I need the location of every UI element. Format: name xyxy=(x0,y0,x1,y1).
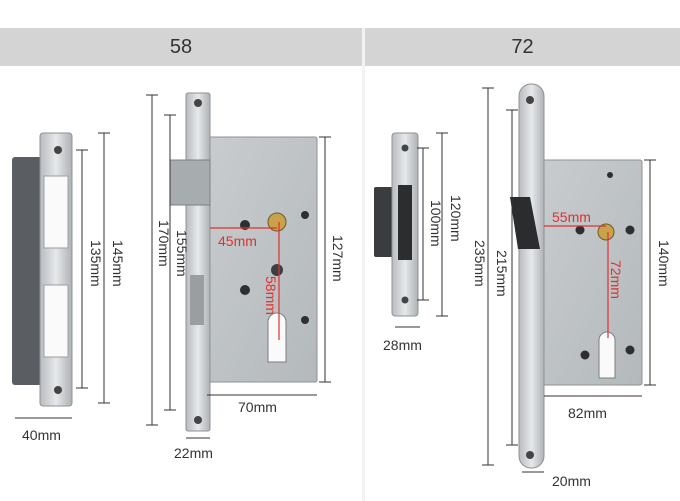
right-dim-case-height: 140mm xyxy=(656,240,672,287)
header-72-label: 72 xyxy=(511,35,534,58)
left-dimension-lines xyxy=(15,94,331,439)
right-dim-backset: 55mm xyxy=(552,209,591,225)
left-strike-plate xyxy=(12,132,73,407)
left-dim-strike-outer: 145mm xyxy=(110,240,126,287)
left-dim-faceplate-width: 22mm xyxy=(174,445,213,461)
right-dim-strike-inner: 100mm xyxy=(428,200,444,247)
header-72: 72 xyxy=(365,28,680,66)
right-strike-plate xyxy=(374,132,419,317)
right-dim-center: 72mm xyxy=(608,260,624,299)
left-dim-faceplate-height: 170mm xyxy=(156,220,172,267)
right-red-dimensions xyxy=(544,225,609,338)
right-dim-case-width: 82mm xyxy=(568,405,607,421)
header-58: 58 xyxy=(0,28,362,66)
left-dim-case-height: 127mm xyxy=(330,235,346,282)
right-dim-body-height: 215mm xyxy=(494,250,510,297)
right-dim-strike-width: 28mm xyxy=(383,337,422,353)
right-dim-faceplate-width: 20mm xyxy=(552,473,591,489)
left-lock-body xyxy=(169,92,318,432)
left-red-dimensions xyxy=(210,222,280,340)
left-dim-body-height: 155mm xyxy=(174,230,190,277)
panel-divider xyxy=(362,28,365,501)
left-dim-center: 58mm xyxy=(263,276,279,315)
right-dim-strike-outer: 120mm xyxy=(448,195,464,242)
right-dim-faceplate-height: 235mm xyxy=(472,240,488,287)
right-dimension-lines xyxy=(395,87,656,473)
right-lock-body xyxy=(510,83,643,469)
left-dim-strike-width: 40mm xyxy=(22,427,61,443)
left-dim-backset: 45mm xyxy=(218,233,257,249)
left-dim-strike-inner: 135mm xyxy=(88,240,104,287)
left-dim-case-width: 70mm xyxy=(238,399,277,415)
header-58-label: 58 xyxy=(169,35,193,58)
